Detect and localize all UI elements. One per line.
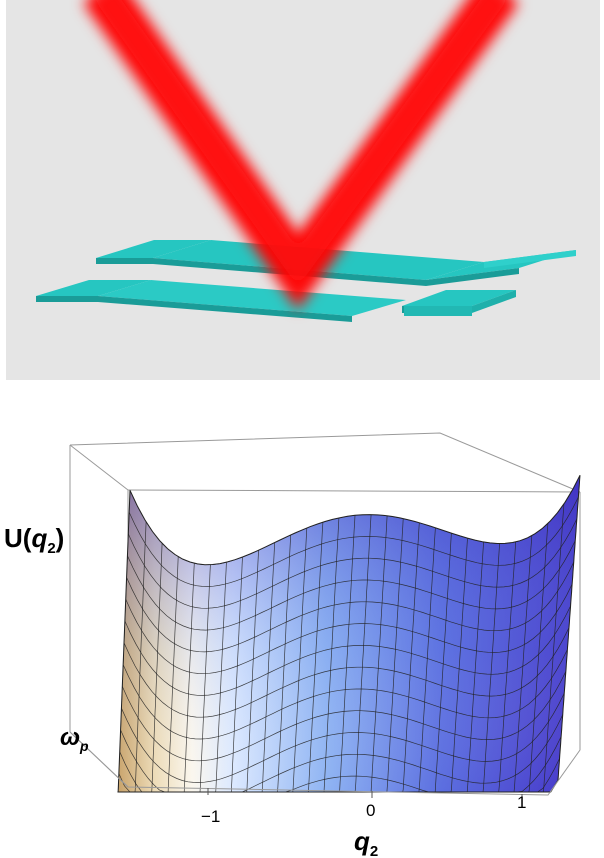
mesh-line [123, 627, 570, 718]
mesh-line [127, 540, 576, 631]
y-axis-label: U(q2) [4, 523, 64, 557]
mesh-line [126, 562, 575, 653]
mesh-line [124, 605, 571, 696]
potential-surface [117, 474, 581, 793]
x-tick-label: −1 [201, 807, 220, 826]
device-illustration [6, 0, 600, 380]
front-right-pad [402, 290, 516, 306]
mesh-line [119, 736, 562, 792]
omega-p-label: ωp [60, 724, 89, 754]
front-strip [98, 280, 406, 316]
device-svg [36, 0, 576, 322]
mesh-line [120, 714, 564, 792]
potential-surface-svg: U(q2) ωp −1 0 1 q2 [4, 432, 581, 858]
x-tick-label: 1 [517, 793, 526, 812]
back-left-pad [96, 240, 211, 258]
mesh-line [127, 518, 578, 609]
mesh-line [121, 671, 567, 762]
mesh-line [122, 649, 568, 740]
front-right-block [404, 306, 472, 316]
x-tick-marks [207, 788, 523, 801]
potential-plot: U(q2) ωp −1 0 1 q2 [0, 390, 604, 858]
electrode-structure [36, 240, 576, 322]
laser-beam-core [94, 0, 508, 287]
bounding-box-front [69, 492, 581, 796]
mesh-line [121, 692, 565, 783]
x-tick-label: 0 [366, 801, 375, 820]
front-left-pad [36, 280, 151, 296]
mesh-line [128, 496, 579, 587]
x-axis-label: q2 [354, 826, 378, 858]
mesh-line [125, 583, 573, 675]
laser-beam [82, 0, 519, 311]
